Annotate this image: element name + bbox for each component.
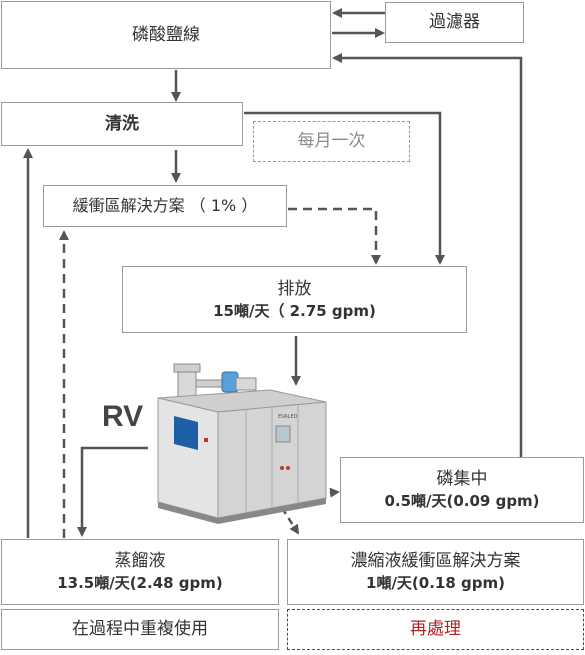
reprocess-box: 再處理	[287, 609, 584, 650]
phosphate-line-label: 磷酸鹽線	[132, 24, 200, 45]
concentrate-title: 濃縮液緩衝區解決方案	[350, 551, 521, 572]
phosphate-line-box: 磷酸鹽線	[1, 1, 331, 69]
filter-box: 過濾器	[385, 2, 524, 43]
buffer-solution-label: 緩衝區解決方案 （ 1% ）	[72, 196, 258, 216]
concentrate-buffer-box: 濃縮液緩衝區解決方案 1噸/天(0.18 gpm)	[287, 539, 584, 605]
arrow-machine-to-concentrate	[280, 507, 300, 535]
concentrate-rate: 1噸/天(0.18 gpm)	[366, 574, 505, 593]
distillate-box: 蒸餾液 13.5噸/天(2.48 gpm)	[1, 539, 279, 605]
distillate-title: 蒸餾液	[114, 551, 166, 572]
machine-brand-label: EVALED	[278, 414, 298, 420]
filter-label: 過濾器	[429, 12, 480, 33]
cleaning-label: 清洗	[105, 113, 139, 134]
phosphorus-rate: 0.5噸/天(0.09 gpm)	[384, 492, 540, 511]
discharge-rate: 15噸/天（ 2.75 gpm)	[213, 301, 376, 320]
evaporator-machine-illustration: EVALED	[157, 363, 327, 524]
reuse-box: 在過程中重複使用	[1, 609, 279, 650]
arrow-buffer-to-discharge	[288, 207, 381, 265]
monthly-label: 每月一次	[297, 131, 366, 152]
rv-label: RV	[102, 400, 144, 433]
arrow-phosphorus-return	[332, 53, 523, 457]
discharge-box: 排放 15噸/天（ 2.75 gpm)	[122, 266, 467, 333]
buffer-solution-box: 緩衝區解決方案 （ 1% ）	[43, 185, 287, 227]
discharge-title: 排放	[277, 278, 312, 299]
cleaning-box: 清洗	[1, 102, 243, 146]
phosphorus-title: 磷集中	[436, 469, 488, 490]
monthly-box: 每月一次	[253, 121, 410, 162]
reprocess-label: 再處理	[410, 619, 461, 640]
phosphorus-concentrate-box: 磷集中 0.5噸/天(0.09 gpm)	[340, 457, 584, 523]
reuse-label: 在過程中重複使用	[72, 619, 208, 640]
arrow-machine-to-distillate	[77, 446, 148, 537]
distillate-rate: 13.5噸/天(2.48 gpm)	[57, 574, 223, 593]
arrow-cleaning-to-discharge	[244, 111, 445, 265]
